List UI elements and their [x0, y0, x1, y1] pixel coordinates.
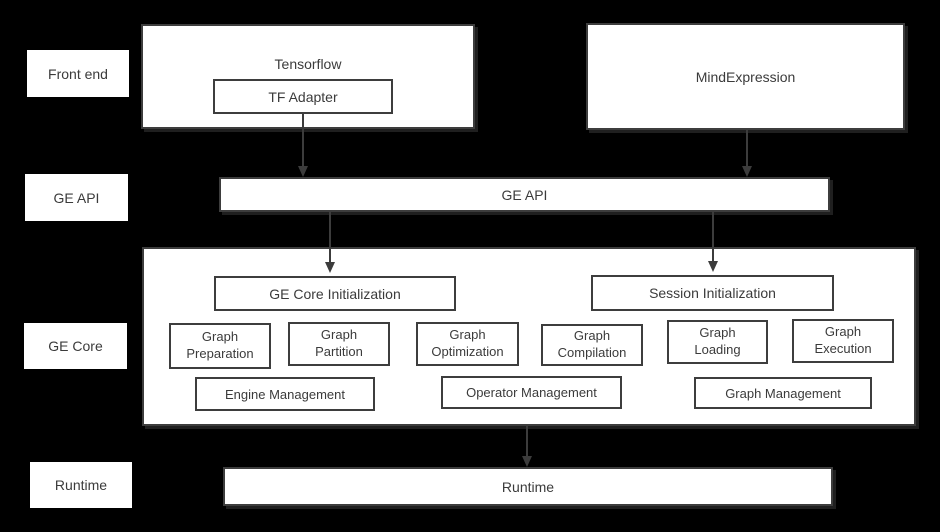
- layer-label-runtime: Runtime: [30, 462, 132, 508]
- ge-core-box: GE Core Initialization Session Initializ…: [142, 247, 916, 426]
- tensorflow-label: Tensorflow: [274, 56, 342, 72]
- arrow-mindexpression-to-ge-api: [742, 130, 752, 177]
- mindexpression-box: MindExpression: [586, 23, 905, 130]
- layer-label-front-end: Front end: [27, 50, 129, 97]
- ge-core-initialization-box: GE Core Initialization: [214, 276, 456, 311]
- graph-partition-box: Graph Partition: [288, 322, 390, 366]
- graph-compilation-box: Graph Compilation: [541, 324, 643, 366]
- layer-label-ge-core: GE Core: [24, 323, 127, 369]
- arrow-tf-adapter-to-ge-api: [298, 114, 308, 177]
- session-initialization-box: Session Initialization: [591, 275, 834, 311]
- arrow-ge-api-to-session-init: [708, 212, 718, 272]
- tensorflow-box: Tensorflow TF Adapter: [141, 24, 475, 129]
- tf-adapter-box: TF Adapter: [213, 79, 393, 114]
- graph-preparation-box: Graph Preparation: [169, 323, 271, 369]
- graph-execution-box: Graph Execution: [792, 319, 894, 363]
- operator-management-box: Operator Management: [441, 376, 622, 409]
- layer-label-ge-api: GE API: [25, 174, 128, 221]
- graph-loading-box: Graph Loading: [667, 320, 768, 364]
- arrow-ge-api-to-ge-core-init: [325, 212, 335, 273]
- graph-optimization-box: Graph Optimization: [416, 322, 519, 366]
- engine-management-box: Engine Management: [195, 377, 375, 411]
- runtime-bar: Runtime: [223, 467, 833, 506]
- ge-api-bar: GE API: [219, 177, 830, 212]
- arrow-ge-core-to-runtime: [522, 426, 532, 467]
- graph-management-box: Graph Management: [694, 377, 872, 409]
